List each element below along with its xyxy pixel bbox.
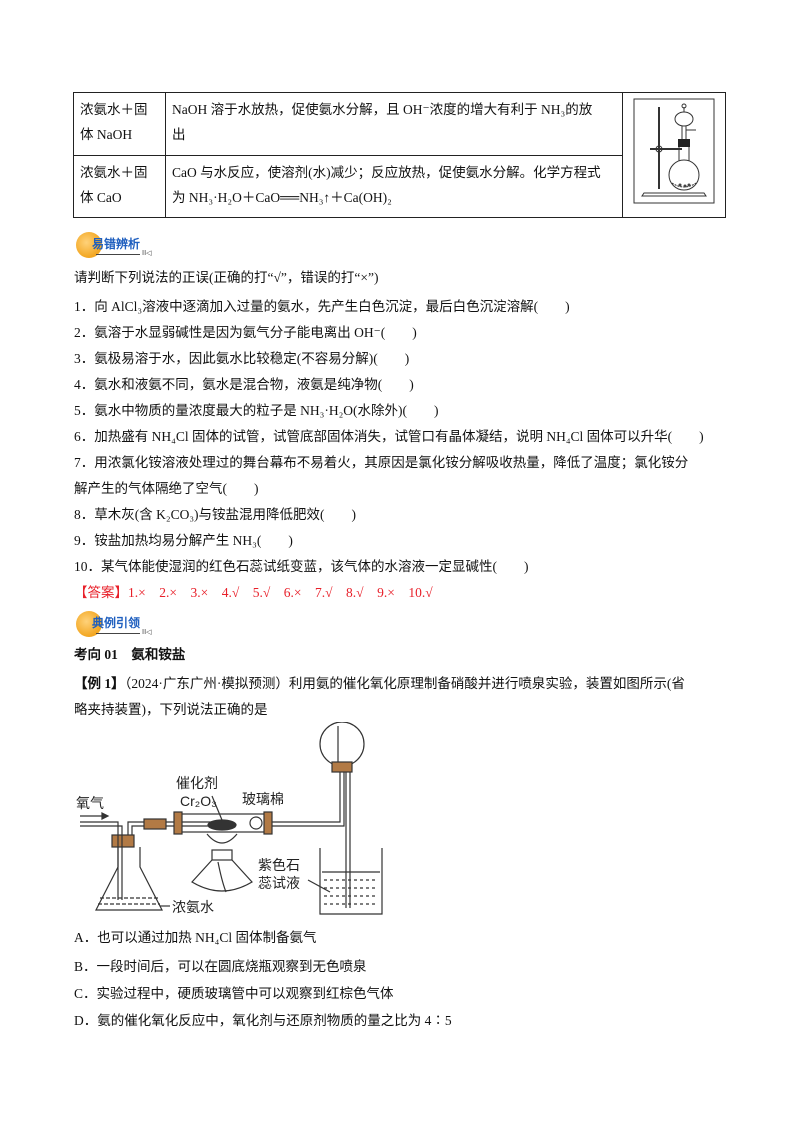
label-ammonia-water: 浓氨水: [172, 899, 214, 915]
badge-mark-icon: II◁: [142, 628, 152, 636]
statement-3: 3．氨极易溶于水，因此氨水比较稳定(不容易分解)( ): [74, 351, 410, 366]
label-litmus-line2: 蕊试液: [258, 875, 300, 891]
option-c: C．实验过程中，硬质玻璃管中可以观察到红棕色气体: [74, 986, 394, 1001]
statement-5: 5．氨水中物质的量浓度最大的粒子是 NH₃·H₂O(水除外)( ): [74, 403, 439, 418]
statement-7: 7．用浓氯化铵溶液处理过的舞台幕布不易着火，其原因是氯化铵分解吸收热量，降低了温…: [74, 455, 689, 470]
answer-line: 【答案】1.× 2.× 3.× 4.√ 5.√ 6.× 7.√ 8.√ 9.× …: [74, 583, 433, 603]
badge-underline: [96, 633, 140, 634]
option-b: B．一段时间后，可以在圆底烧瓶观察到无色喷泉: [74, 959, 367, 974]
statement-9: 9．铵盐加热均易分解产生 NH₃( ): [74, 533, 293, 548]
statement-8: 8．草木灰(含 K₂CO₃)与铵盐混用降低肥效( ): [74, 507, 357, 522]
table-row: 浓氨水＋固 体 CaO CaO 与水反应，使溶剂(水)减少；反应放热，促使氨水分…: [72, 154, 726, 218]
reagent-line: 体 CaO: [80, 189, 122, 205]
example-text: 利用氨的催化氧化原理制备硝酸并进行喷泉实验，装置如图所示(省: [288, 676, 685, 691]
explanation-line: CaO 与水反应，使溶剂(水)减少；反应放热，促使氨水分解。化学方程式: [172, 164, 601, 180]
topic-heading: 考向 01 氨和铵盐: [74, 647, 186, 662]
label-catalyst-formula: Cr₂O₃: [180, 793, 217, 809]
reagent-line: 体 NaOH: [80, 127, 133, 142]
instruction-text: 请判断下列说法的正误(正确的打“√”，错误的打“×”): [74, 270, 379, 285]
reagent-line: 浓氨水＋固: [80, 164, 148, 180]
explanation-line: 为 NH₃·H₂O＋CaO══NH₃↑＋Ca(OH)₂: [172, 189, 392, 205]
reagent-cell: 浓氨水＋固 体 CaO: [72, 154, 167, 218]
orange-ball-icon: [76, 232, 102, 258]
explanation-cell: NaOH 溶于水放热，促使氨水分解，且 OH⁻浓度的增大有利于 NH₃的放 出: [165, 92, 624, 156]
explanation-line: NaOH 溶于水放热，促使氨水分解，且 OH⁻浓度的增大有利于 NH₃的放: [172, 102, 593, 117]
answer-values: 1.× 2.× 3.× 4.√ 5.√ 6.× 7.√ 8.√ 9.× 10.√: [128, 585, 433, 600]
apparatus-cell: [622, 92, 726, 218]
statement-6: 6．加热盛有 NH₄Cl 固体的试管，试管底部固体消失，试管口有晶体凝结，说明 …: [74, 429, 704, 444]
badge-label: 典例引领: [92, 616, 141, 630]
error-analysis-badge: 易错辨析 II◁: [76, 232, 166, 262]
reagent-line: 浓氨水＋固: [80, 102, 148, 117]
ammonia-preparation-methods-table: 浓氨水＋固 体 NaOH NaOH 溶于水放热，促使氨水分解，且 OH⁻浓度的增…: [72, 92, 726, 218]
explanation-line: 出: [172, 127, 186, 142]
option-d: D．氨的催化氧化反应中，氧化剂与还原剂物质的量之比为 4∶5: [74, 1013, 452, 1028]
option-a: A．也可以通过加热 NH₄Cl 固体制备氨气: [74, 930, 317, 945]
fountain-experiment-diagram: 氧气 催化剂 Cr₂O₃ 玻璃棉 紫色石 蕊试液 浓氨水: [76, 722, 383, 915]
example-intro-line2: 略夹持装置)，下列说法正确的是: [74, 702, 268, 717]
example-intro-line1: 【例 1】（2024·广东广州·模拟预测）利用氨的催化氧化原理制备硝酸并进行喷泉…: [74, 674, 685, 694]
label-oxygen: 氧气: [76, 795, 104, 811]
reagent-cell: 浓氨水＋固 体 NaOH: [72, 92, 167, 156]
badge-mark-icon: II◁: [142, 249, 152, 257]
statement-2: 2．氨溶于水显弱碱性是因为氨气分子能电离出 OH⁻( ): [74, 325, 417, 340]
table-row: 浓氨水＋固 体 NaOH NaOH 溶于水放热，促使氨水分解，且 OH⁻浓度的增…: [72, 92, 726, 218]
example-tag: 【例 1】: [74, 676, 125, 691]
badge-label: 易错辨析: [92, 237, 141, 251]
statement-7-cont: 解产生的气体隔绝了空气( ): [74, 481, 259, 496]
example-source: （2024·广东广州·模拟预测）: [124, 676, 289, 691]
label-glass-wool: 玻璃棉: [242, 791, 284, 807]
label-catalyst: 催化剂: [176, 775, 218, 791]
label-litmus-line1: 紫色石: [258, 857, 300, 873]
explanation-cell: CaO 与水反应，使溶剂(水)减少；反应放热，促使氨水分解。化学方程式 为 NH…: [165, 154, 624, 218]
orange-ball-icon: [76, 611, 102, 637]
badge-underline: [96, 254, 140, 255]
flask-apparatus-icon: [633, 98, 715, 204]
answer-label: 【答案】: [74, 585, 128, 600]
statement-4: 4．氨水和液氨不同，氨水是混合物，液氨是纯净物( ): [74, 377, 414, 392]
examples-badge: 典例引领 II◁: [76, 611, 166, 641]
statement-10: 10．某气体能使湿润的红色石蕊试纸变蓝，该气体的水溶液一定显碱性( ): [74, 559, 529, 574]
statement-1: 1．向 AlCl₃溶液中逐滴加入过量的氨水，先产生白色沉淀，最后白色沉淀溶解( …: [74, 299, 570, 314]
